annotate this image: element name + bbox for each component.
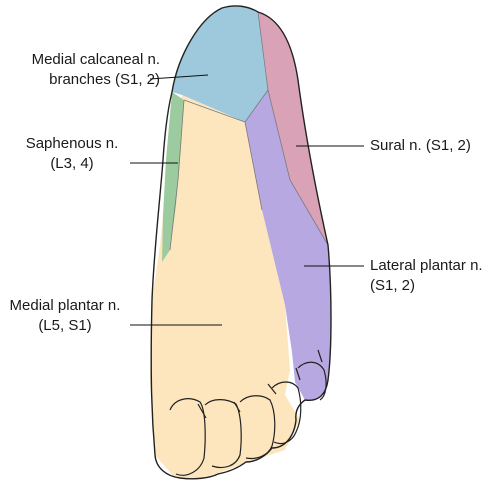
toe-4-outline	[271, 381, 302, 445]
toe-crease-3	[267, 383, 277, 395]
toe-5-outline	[297, 361, 327, 401]
toe-crease-1	[197, 403, 207, 419]
label-medial-plantar-line1: Medial plantar n.	[9, 297, 121, 314]
toe-crease-4	[295, 367, 301, 381]
toe-crease-2	[233, 401, 241, 413]
medial-plantar-region	[150, 95, 300, 478]
saphenous-region	[162, 92, 184, 262]
label-medial-calcaneal-line2: branches (S1, 2)	[49, 71, 160, 88]
label-lateral-plantar-line1: Lateral plantar n.	[370, 257, 483, 274]
sural-region	[258, 12, 328, 245]
label-saphenous-line1: Saphenous n.	[25, 135, 119, 152]
label-sural-line1: Sural n. (S1, 2)	[370, 137, 471, 154]
label-saphenous-line2: (L3, 4)	[50, 155, 94, 172]
toe-3-outline	[239, 395, 276, 460]
label-medial-plantar-line2: (L5, S1)	[38, 317, 92, 334]
medial-calcaneal-region	[172, 5, 268, 123]
label-medial-calcaneal: Medial calcaneal n. branches (S1, 2)	[0, 50, 160, 90]
toe-crease-5	[317, 349, 323, 363]
label-saphenous: Saphenous n. (L3, 4)	[12, 134, 132, 174]
label-medial-plantar: Medial plantar n. (L5, S1)	[0, 296, 130, 336]
label-lateral-plantar: Lateral plantar n. (S1, 2)	[370, 256, 483, 296]
lateral-plantar-region	[245, 90, 331, 401]
toe-2-outline	[204, 399, 242, 469]
toe-outlines	[169, 349, 327, 476]
label-lateral-plantar-line2: (S1, 2)	[370, 277, 416, 294]
divider-lines	[169, 11, 329, 251]
label-medial-calcaneal-line1: Medial calcaneal n.	[31, 51, 160, 68]
leader-lines	[130, 74, 364, 326]
toe-1-outline	[169, 398, 206, 476]
foot-outline	[150, 5, 332, 480]
leader-medial-calcaneal	[149, 74, 209, 80]
label-sural: Sural n. (S1, 2)	[370, 136, 471, 156]
